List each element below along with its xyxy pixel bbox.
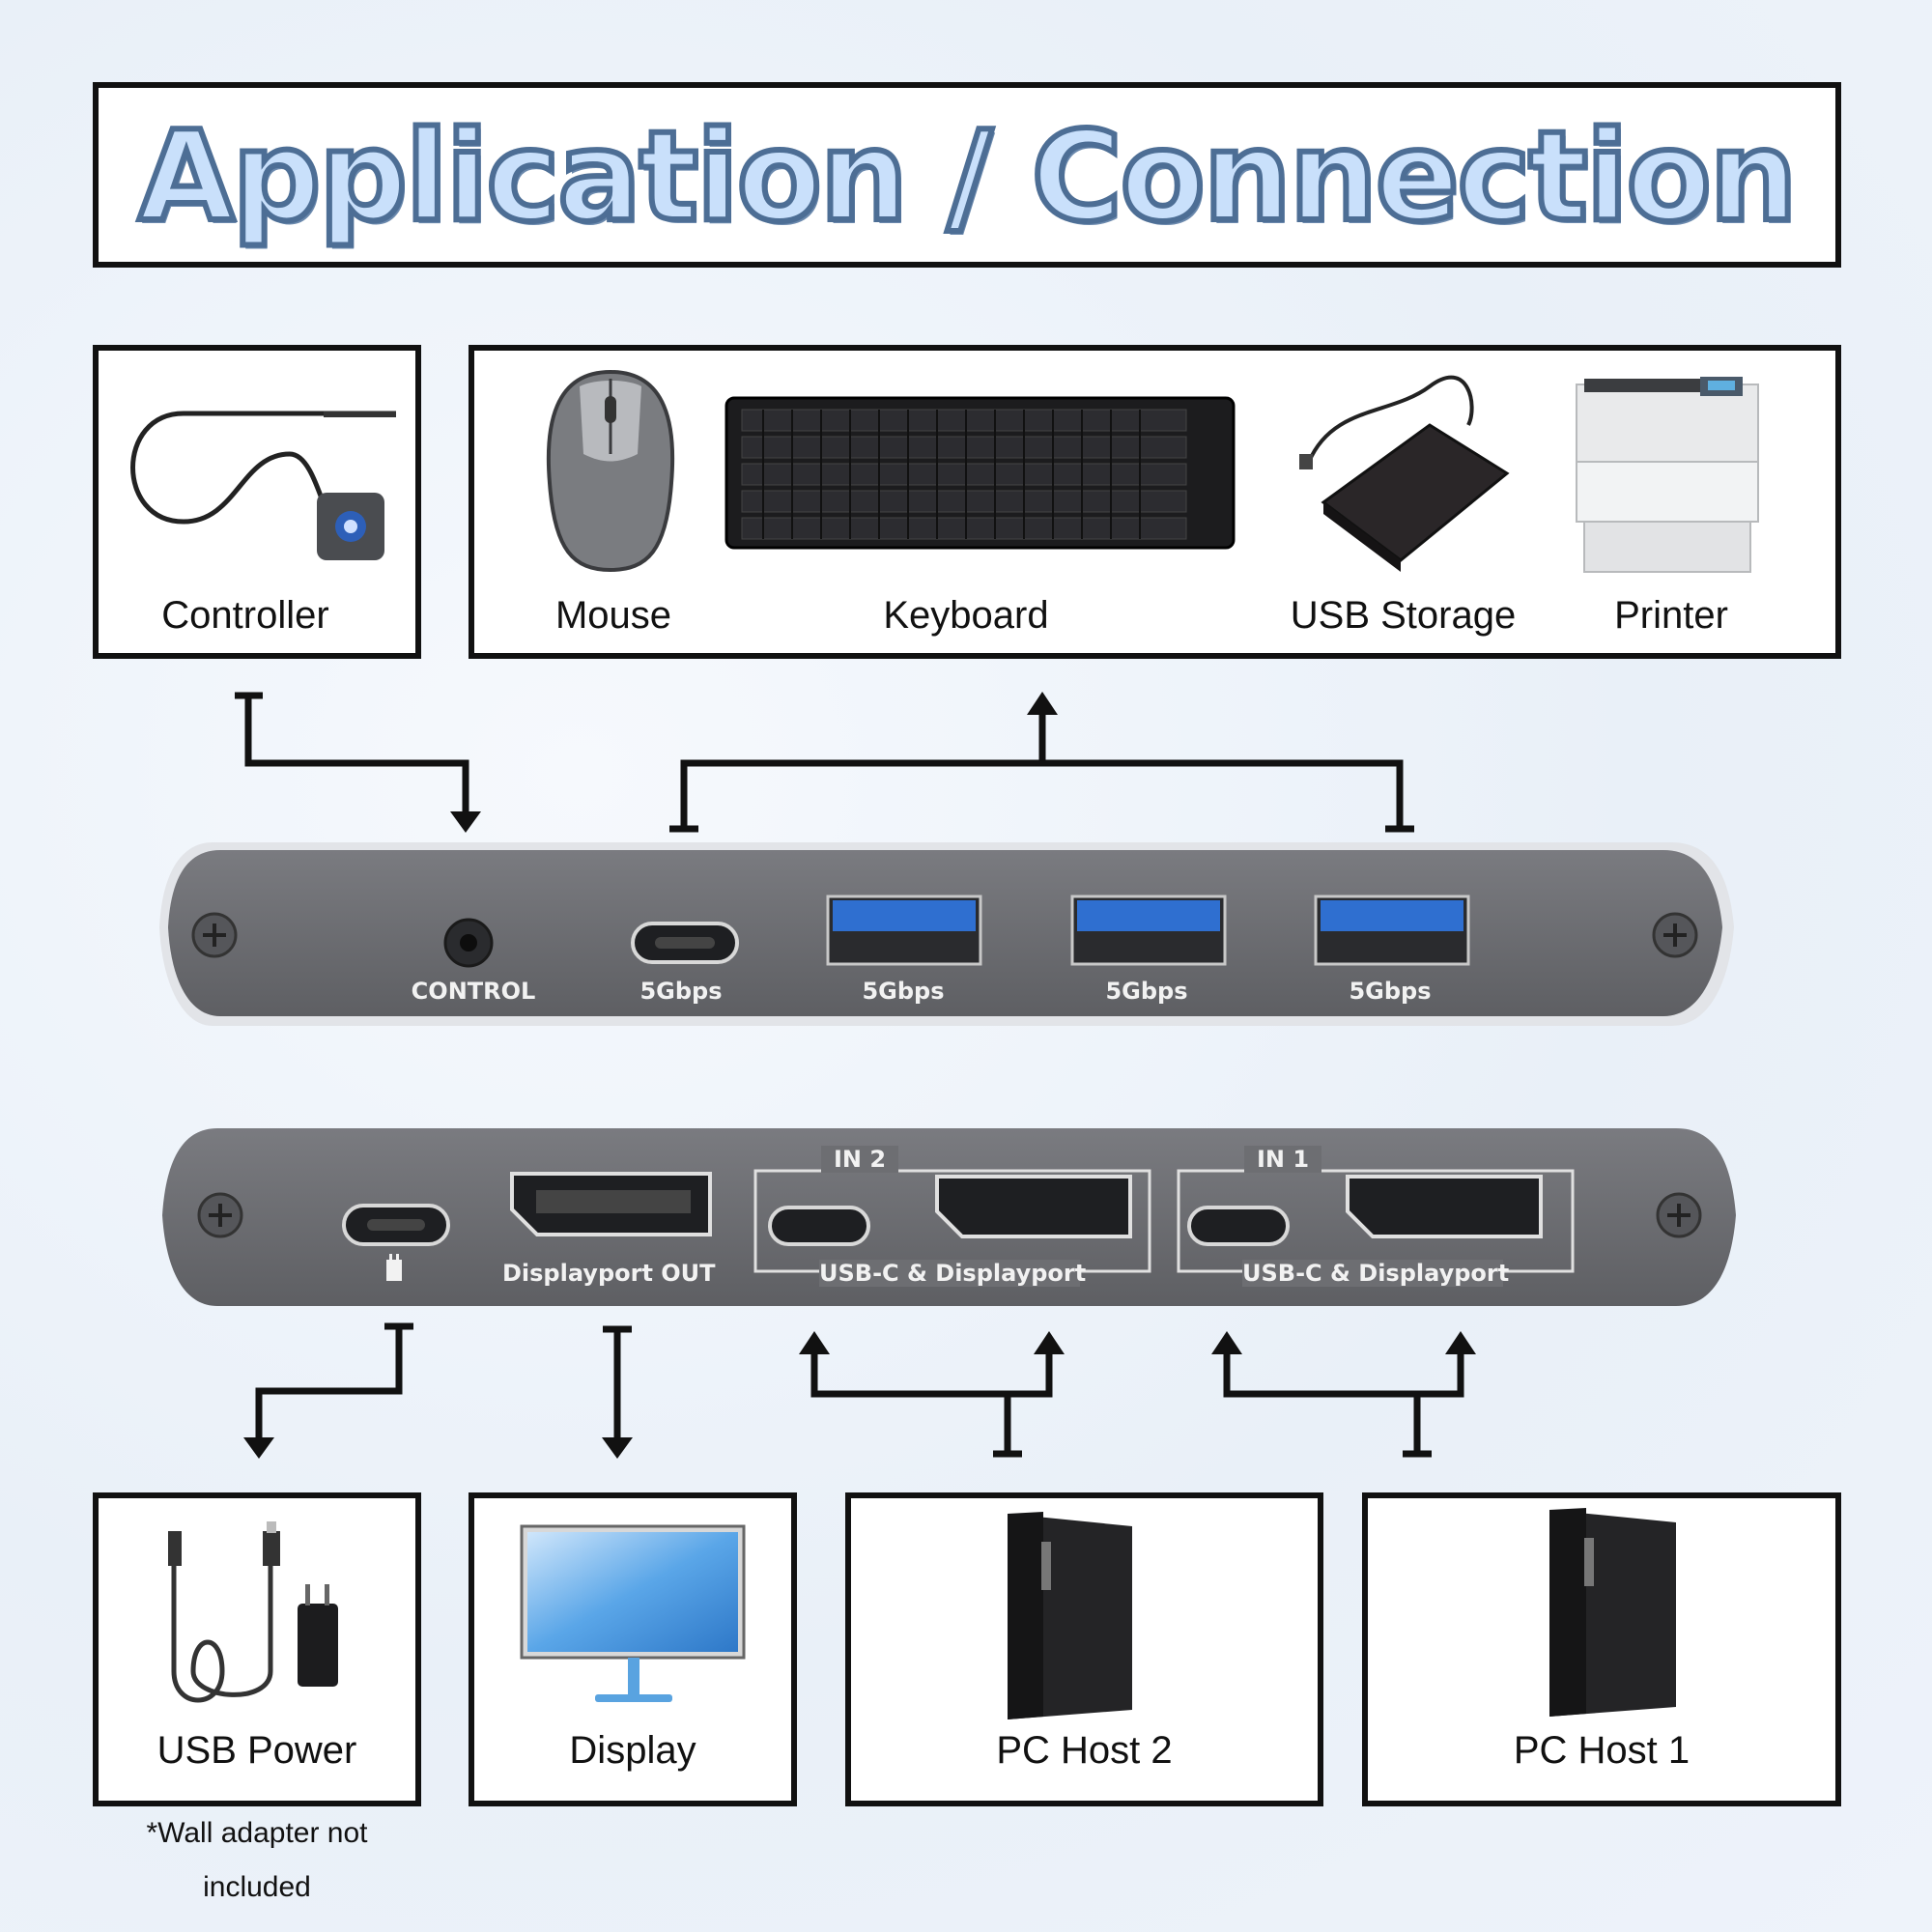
- controller-connector: [235, 692, 469, 811]
- printer-label: Printer: [1614, 594, 1728, 637]
- dp-out-label: Displayport OUT: [502, 1260, 716, 1287]
- arrow-up-icon: [1445, 1331, 1476, 1354]
- monitor-icon: [520, 1524, 746, 1702]
- usb-a1-speed-label: 5Gbps: [862, 978, 945, 1005]
- usb-cable-icon: [168, 1521, 280, 1703]
- controller-label: Controller: [161, 594, 329, 637]
- wall-adapter-icon: [298, 1584, 338, 1687]
- title-box: Application / Connection: [93, 82, 1841, 268]
- usb-a3-speed-label: 5Gbps: [1349, 978, 1432, 1005]
- arrow-up-icon: [799, 1331, 830, 1354]
- in2-label: IN 2: [821, 1146, 898, 1173]
- pc-host-1-label: PC Host 1: [1513, 1729, 1690, 1772]
- keyboard-icon: [724, 396, 1236, 550]
- peripherals-connector: [669, 715, 1414, 833]
- bottom-connectors: [255, 1322, 1464, 1458]
- printer-icon: [1576, 377, 1759, 573]
- in1-caption: USB-C & Displayport: [1242, 1260, 1510, 1287]
- keyboard-label: Keyboard: [883, 594, 1049, 637]
- display-label: Display: [569, 1729, 696, 1772]
- note-line-2: included: [203, 1871, 311, 1903]
- usb-c-speed-label: 5Gbps: [639, 978, 723, 1005]
- power-plug-icon: [386, 1254, 402, 1281]
- control-port-label: CONTROL: [411, 978, 536, 1005]
- pc-host-2-label: PC Host 2: [996, 1729, 1173, 1772]
- controller-icon: [130, 411, 396, 560]
- mouse-label: Mouse: [554, 594, 672, 637]
- arrow-down-icon: [243, 1437, 274, 1459]
- front-panel: [159, 842, 1734, 1026]
- mouse-icon: [546, 369, 675, 573]
- usb-storage-label: USB Storage: [1290, 594, 1517, 637]
- arrow-up-icon: [1211, 1331, 1242, 1354]
- arrow-down-icon: [450, 811, 481, 833]
- usb-power-box: [93, 1492, 421, 1806]
- usb-power-label: USB Power: [156, 1729, 357, 1772]
- pc-tower-icon: [1008, 1512, 1132, 1719]
- arrow-up-icon: [1034, 1331, 1065, 1354]
- in2-caption: USB-C & Displayport: [819, 1260, 1087, 1287]
- page-title: Application / Connection: [135, 102, 1800, 252]
- in1-label: IN 1: [1244, 1146, 1321, 1173]
- wall-adapter-note: *Wall adapter not included: [93, 1806, 421, 1915]
- usb-storage-icon: [1299, 375, 1510, 572]
- note-line-1: *Wall adapter not: [146, 1817, 368, 1849]
- usb-a2-speed-label: 5Gbps: [1105, 978, 1188, 1005]
- arrow-down-icon: [602, 1437, 633, 1459]
- arrow-up-icon: [1027, 692, 1058, 715]
- pc-tower-icon: [1549, 1508, 1676, 1717]
